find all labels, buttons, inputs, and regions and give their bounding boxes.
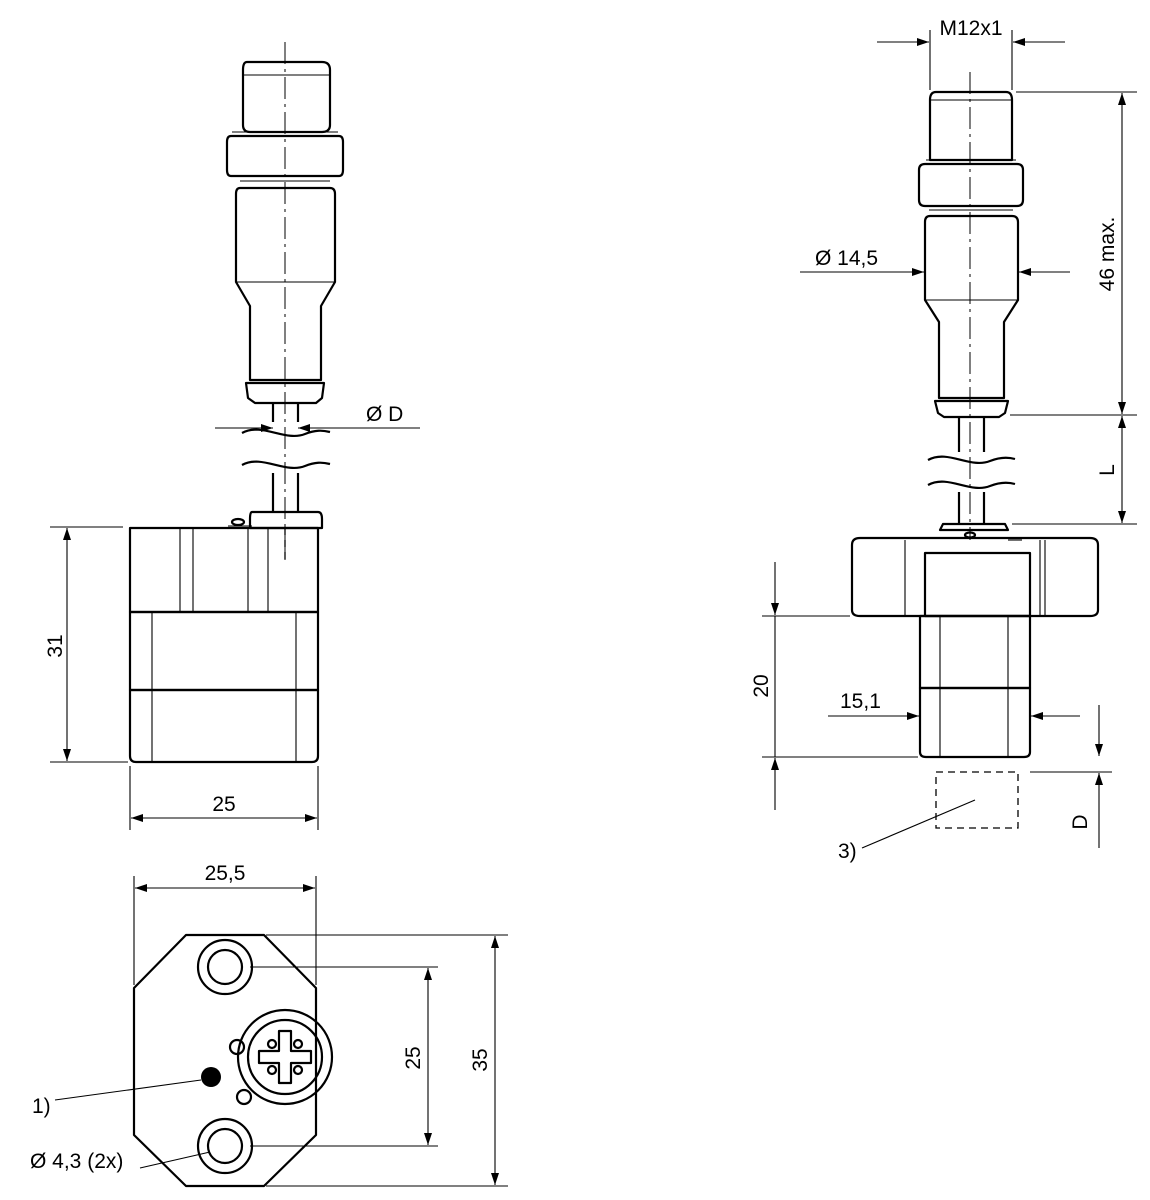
dim-thread-m12: M12x1 xyxy=(939,17,1002,40)
callout-3: 3) xyxy=(838,840,857,863)
front-dimensions: M12x1 Ø 14,5 46 max. L 20 xyxy=(750,17,1137,863)
dim-depth-d: D xyxy=(1069,814,1092,829)
callout-1: 1) xyxy=(32,1095,51,1118)
dim-holes-4-3: Ø 4,3 (2x) xyxy=(30,1150,123,1173)
dim-length-l: L xyxy=(1096,464,1119,476)
dim-width-25: 25 xyxy=(212,793,235,816)
front-view: M12x1 Ø 14,5 46 max. L 20 xyxy=(750,17,1137,863)
bottom-view: 25,5 25 35 1) Ø 4,3 (2x) xyxy=(30,862,508,1188)
dim-height-20: 20 xyxy=(750,674,773,697)
front-housing xyxy=(850,536,1100,829)
dim-dia-14-5: Ø 14,5 xyxy=(815,247,878,270)
dim-hole-spacing-25: 25 xyxy=(402,1046,425,1069)
side-connector xyxy=(225,42,345,560)
side-dimensions: Ø D 31 25 xyxy=(44,403,420,830)
dim-length-46-max: 46 max. xyxy=(1096,217,1119,292)
dim-dia-d: Ø D xyxy=(366,403,403,426)
side-view: Ø D 31 25 xyxy=(44,42,420,830)
side-housing xyxy=(128,526,320,764)
led-indicator-dot xyxy=(201,1067,221,1087)
bottom-dimensions: 25,5 25 35 1) Ø 4,3 (2x) xyxy=(30,862,508,1187)
dim-height-35: 35 xyxy=(469,1048,492,1071)
dim-height-31: 31 xyxy=(44,634,67,657)
bottom-housing xyxy=(132,933,438,1188)
front-connector xyxy=(917,72,1025,541)
dim-width-25-5: 25,5 xyxy=(205,862,246,885)
dim-width-15-1: 15,1 xyxy=(840,690,881,713)
